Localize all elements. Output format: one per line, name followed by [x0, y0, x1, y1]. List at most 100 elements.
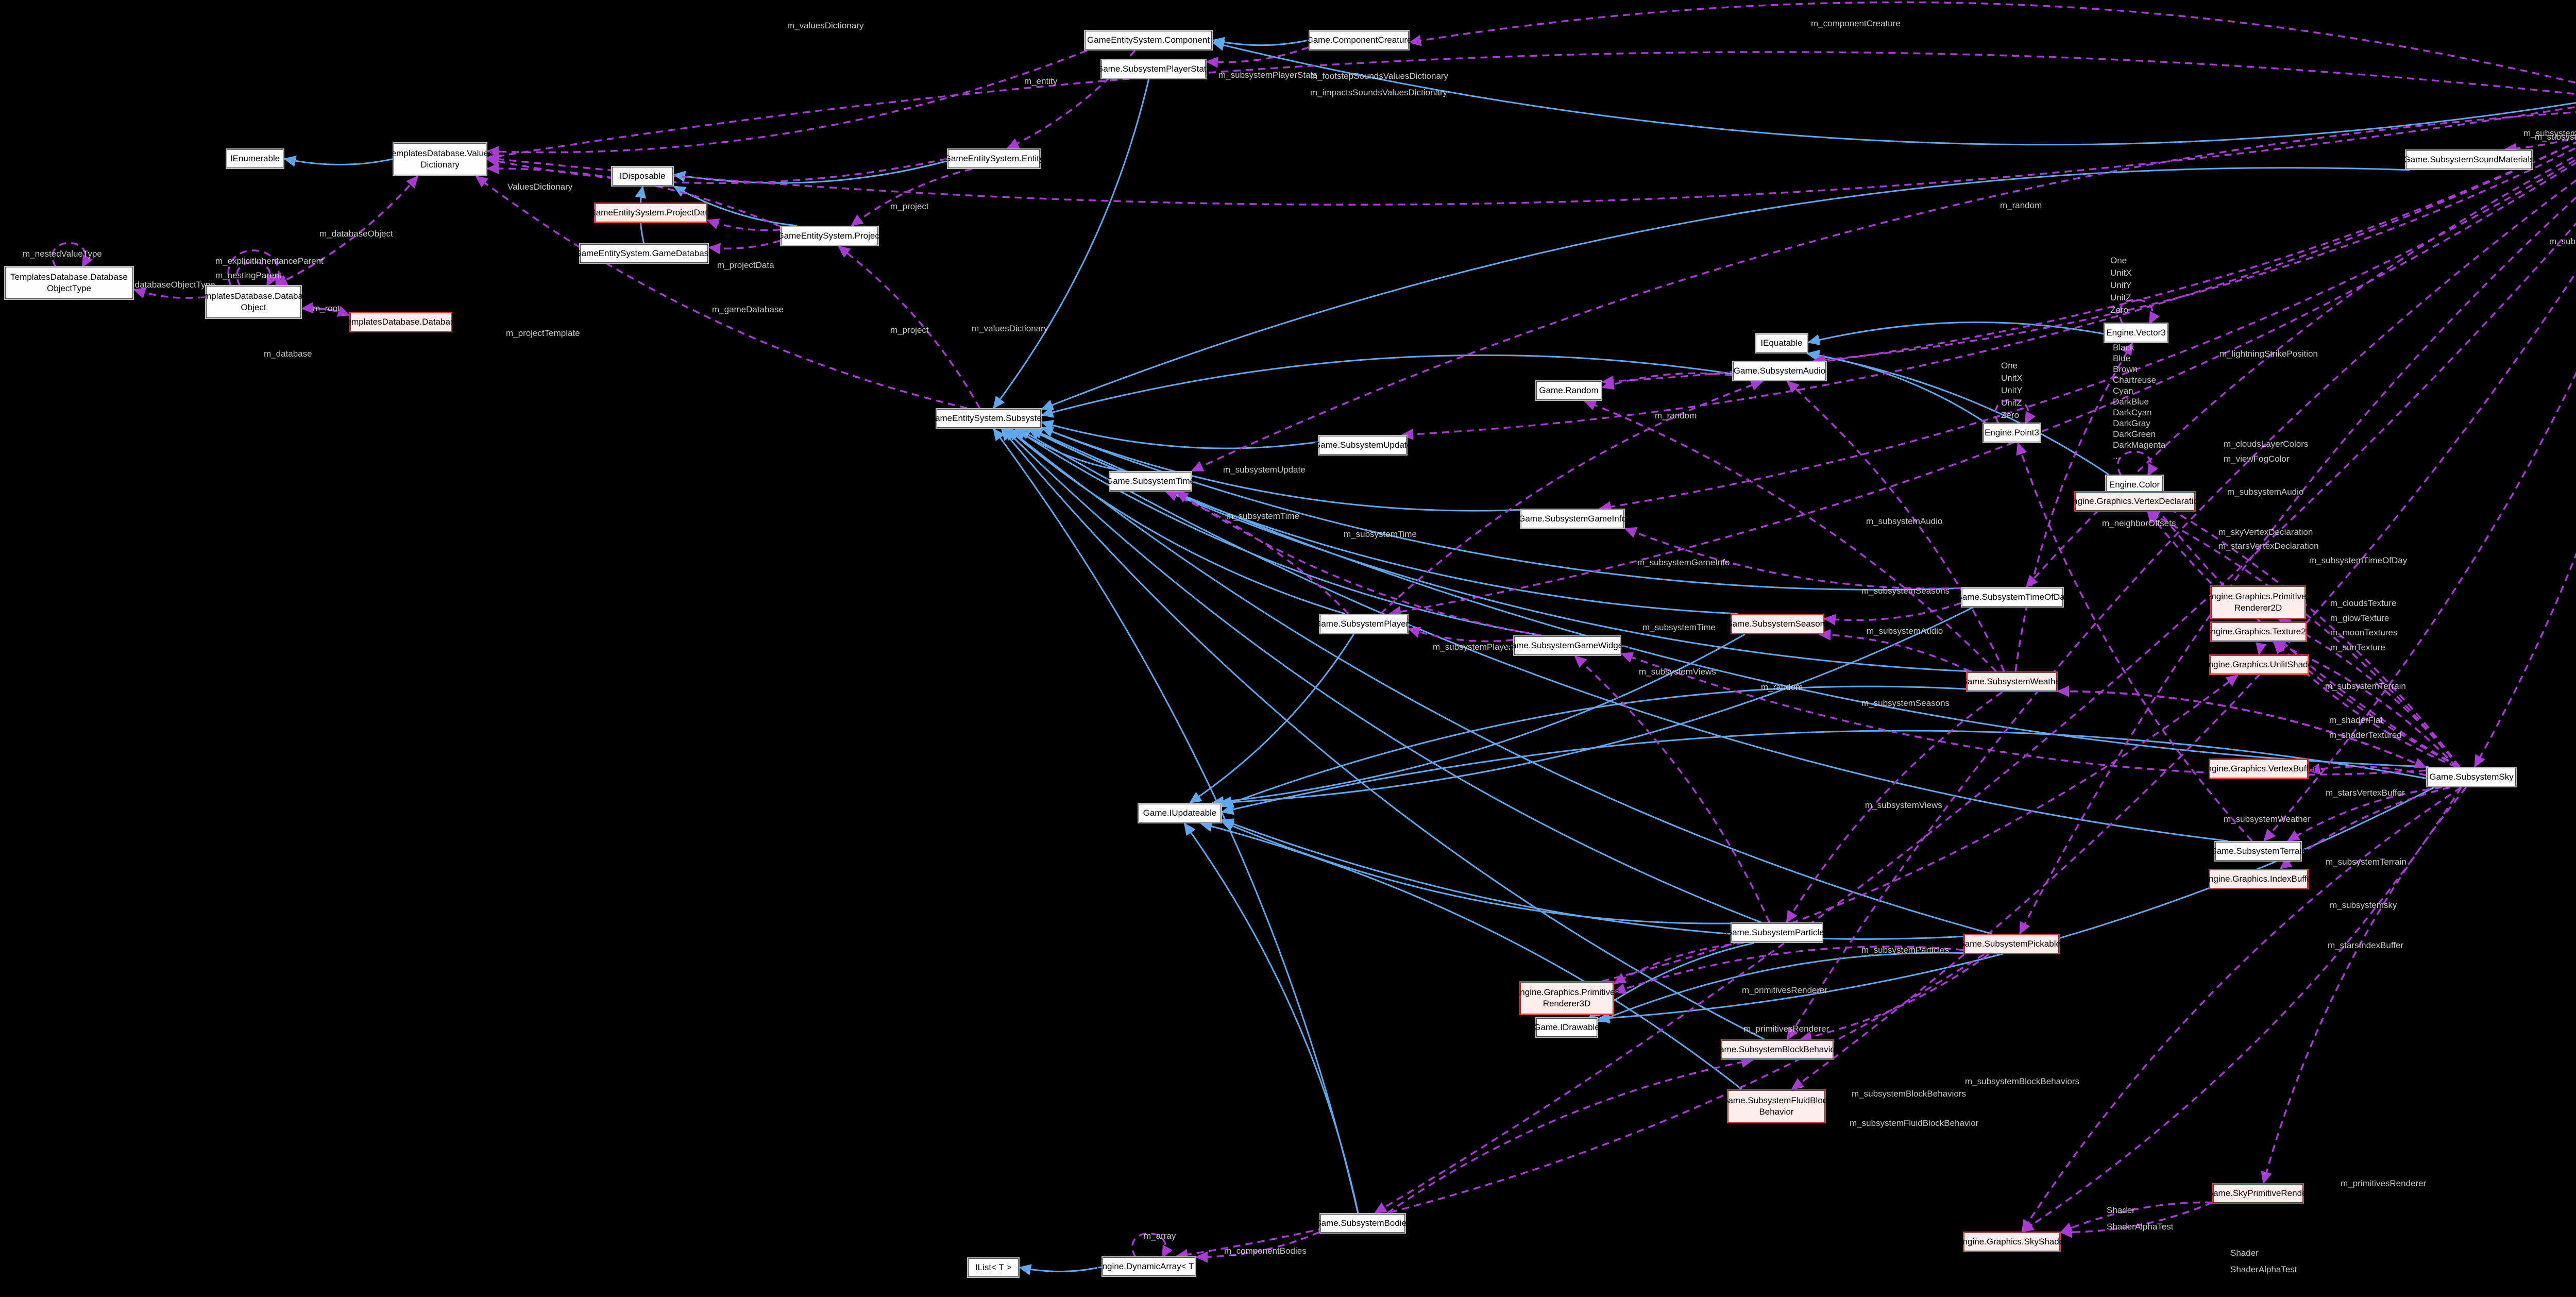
- usage-edge: [1386, 1056, 1754, 1214]
- inheritance-edge: [1030, 428, 2429, 768]
- inheritance-edge: [1221, 820, 1731, 924]
- node-game-subsystemupdate[interactable]: Game.SubsystemUpdate: [1314, 435, 1412, 456]
- node-templatesdatabase-database[interactable]: TemplatesDatabase.Database: [342, 312, 460, 332]
- edge-label: Shader: [2107, 1205, 2135, 1215]
- usage-edge: [486, 51, 2576, 162]
- node-gameentitysystem-gamedatabase[interactable]: GameEntitySystem.GameDatabase: [574, 243, 714, 264]
- inheritance-edge: [993, 79, 1150, 409]
- usage-edge: [1401, 141, 2576, 440]
- node-engine-dynamicarray-t-[interactable]: Engine.DynamicArray< T >: [1096, 1256, 1201, 1277]
- inheritance-edge: [1041, 426, 1520, 512]
- node-label-line: IEquatable: [1760, 338, 1803, 348]
- node-label-line: TemplatesDatabase.Database: [195, 291, 312, 301]
- node-ilist-t-[interactable]: IList< T >: [967, 1257, 1020, 1278]
- edge-label: m_sunTexture: [2330, 643, 2385, 652]
- node-gameentitysystem-project[interactable]: GameEntitySystem.Project: [777, 226, 882, 246]
- node-game-subsystemgamewidgets[interactable]: Game.SubsystemGameWidgets: [1505, 635, 1630, 656]
- edge-label: m_subsystemGameInfo: [1637, 558, 1730, 567]
- node-ienumerable[interactable]: IEnumerable: [226, 148, 284, 169]
- stack-line: Brown: [2113, 364, 2138, 374]
- node-label-line: Renderer3D: [1543, 999, 1591, 1008]
- node-game-subsystemparticles[interactable]: Game.SubsystemParticles: [1725, 922, 1828, 943]
- node-label-line: Game.IDrawable: [1534, 1022, 1600, 1032]
- node-game-subsystemterrain[interactable]: Game.SubsystemTerrain: [2210, 841, 2307, 862]
- inheritance-edge: [1189, 634, 1354, 804]
- node-game-subsystemweather[interactable]: Game.SubsystemWeather: [1960, 671, 2063, 692]
- usage-edge: [2308, 763, 2427, 777]
- usage-edge: [1602, 674, 2239, 982]
- node-game-subsystempickables[interactable]: Game.SubsystemPickables: [1958, 934, 2065, 954]
- node-game-random[interactable]: Game.Random: [1535, 380, 1602, 401]
- usage-edge: [2057, 690, 2427, 769]
- edge-label: m_subsystemTime: [1344, 529, 1417, 539]
- node-game-subsystemgameinfo[interactable]: Game.SubsystemGameInfo: [1518, 509, 1626, 529]
- node-engine-point3[interactable]: Engine.Point3: [1982, 423, 2041, 443]
- inheritance-edge: [673, 186, 798, 227]
- node-gameentitysystem-projectdata[interactable]: GameEntitySystem.ProjectData: [589, 203, 713, 223]
- node-game-subsystemtime[interactable]: Game.SubsystemTime: [1106, 471, 1195, 492]
- node-gameentitysystem-component[interactable]: GameEntitySystem.Component: [1084, 30, 1213, 50]
- stack-line: DarkGray: [2113, 418, 2150, 428]
- edge-label: m_random: [1655, 411, 1697, 420]
- node-game-subsystemseasons[interactable]: Game.SubsystemSeasons: [1725, 614, 1829, 634]
- node-idisposable[interactable]: IDisposable: [611, 166, 674, 187]
- node-engine-vector3[interactable]: Engine.Vector3: [2104, 323, 2168, 343]
- node-engine-graphics-vertexbuffer[interactable]: Engine.Graphics.VertexBuffer: [2201, 759, 2316, 779]
- node-game-subsystemsoundmaterials[interactable]: Game.SubsystemSoundMaterials: [2403, 149, 2534, 170]
- node-game-subsystemblockbehaviors[interactable]: Game.SubsystemBlockBehaviors: [1713, 1039, 1842, 1060]
- stack-line: UnitX: [2001, 373, 2023, 383]
- node-engine-graphics-indexbuffer[interactable]: Engine.Graphics.IndexBuffer: [2202, 869, 2315, 889]
- node-gameentitysystem-entity[interactable]: GameEntitySystem.Entity: [944, 148, 1043, 169]
- edge-label: m_subsystemFluidBlockBehavior: [1850, 1118, 1979, 1128]
- node-iequatable[interactable]: IEquatable: [1755, 333, 1808, 353]
- node-label-line: Game.ComponentCreature: [1306, 35, 1412, 45]
- node-label-line: Game.SubsystemBlockBehaviors: [1712, 1045, 1843, 1054]
- node-engine-graphics-skyshader[interactable]: Engine.Graphics.SkyShader: [1957, 1232, 2067, 1252]
- usage-edge: [275, 175, 419, 286]
- edge-label: m_entity: [1024, 76, 1058, 86]
- node-label-line: Engine.Graphics.SkyShader: [1957, 1237, 2067, 1247]
- node-label-line: GameEntitySystem.Component: [1087, 35, 1210, 45]
- node-game-subsystemplayers[interactable]: Game.SubsystemPlayers: [1314, 614, 1413, 634]
- edge-label: Shader: [2230, 1248, 2259, 1258]
- edge-label: m_subsystemTime: [1642, 622, 1716, 632]
- edge-label: m_subsystemAudio: [2227, 487, 2304, 497]
- node-engine-graphics-texture2d[interactable]: Engine.Graphics.Texture2D: [2205, 621, 2312, 642]
- stack-line: UnitX: [2110, 268, 2132, 278]
- node-game-subsystemplayerstats[interactable]: Game.SubsystemPlayerStats: [1096, 59, 1211, 79]
- self-loop-label: m_array: [1144, 1231, 1176, 1241]
- node-game-componentcreature[interactable]: Game.ComponentCreature: [1306, 30, 1412, 50]
- node-game-subsystembodies[interactable]: Game.SubsystemBodies: [1314, 1213, 1411, 1234]
- usage-edge: [475, 175, 968, 409]
- node-label-line: Engine.Vector3: [2106, 328, 2166, 338]
- usage-edge: [1601, 372, 1733, 390]
- edge-label: m_valuesDictionary: [972, 324, 1048, 333]
- usage-edge: [1818, 629, 1971, 672]
- edge-label: m_subsystemSoundMaterials: [2535, 132, 2576, 142]
- stack-line: DarkGreen: [2113, 429, 2156, 439]
- node-label-line: Game.SubsystemParticles: [1725, 928, 1829, 937]
- node-label-line: IDisposable: [619, 171, 666, 181]
- node-game-iupdateable[interactable]: Game.IUpdateable: [1138, 803, 1222, 823]
- node-label-line: Game.SubsystemSoundMaterials: [2403, 155, 2534, 164]
- node-gameentitysystem-subsystem[interactable]: GameEntitySystem.Subsystem: [928, 408, 1049, 429]
- edge-label: m_subsystemViews: [1639, 667, 1716, 677]
- node-engine-graphics-vertexdeclaration[interactable]: Engine.Graphics.VertexDeclaration: [2067, 491, 2203, 512]
- node-label-line: Game.SubsystemBodies: [1314, 1218, 1411, 1228]
- edge-label: m_databaseObjectType: [123, 280, 215, 290]
- node-game-subsystemaudio[interactable]: Game.SubsystemAudio: [1732, 361, 1827, 381]
- node-engine-graphics-unlitshader[interactable]: Engine.Graphics.UnlitShader: [2202, 654, 2316, 675]
- node-label-line: GameEntitySystem.ProjectData: [589, 208, 713, 217]
- usage-edge: [1574, 655, 1770, 923]
- node-game-skyprimitiverender[interactable]: Game.SkyPrimitiveRender: [2207, 1183, 2310, 1204]
- node-game-subsystemtimeofday[interactable]: Game.SubsystemTimeOfDay: [1956, 587, 2069, 608]
- node-game-subsystemsky[interactable]: Game.SubsystemSky: [2426, 767, 2517, 787]
- edge-label: m_subsystemTime: [2549, 237, 2576, 246]
- node-game-idrawable[interactable]: Game.IDrawable: [1534, 1017, 1600, 1038]
